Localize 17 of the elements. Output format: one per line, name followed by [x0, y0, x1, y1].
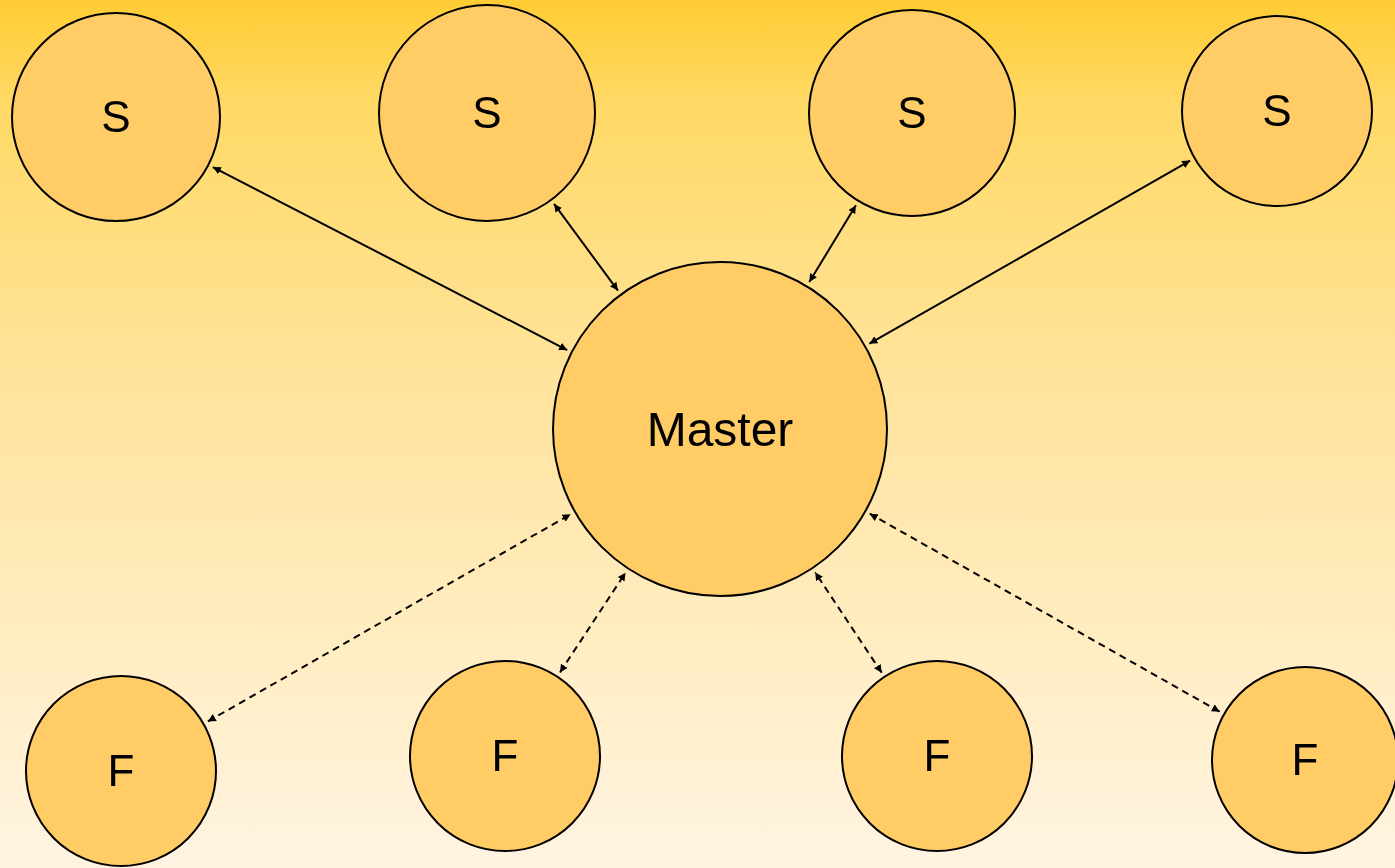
- node-label: S: [897, 88, 927, 138]
- node-label: S: [472, 88, 502, 138]
- node-label: F: [923, 731, 951, 781]
- node-label: S: [1262, 86, 1292, 136]
- node-label: F: [491, 731, 519, 781]
- double-arrow: [206, 513, 572, 723]
- node-label: F: [107, 746, 135, 796]
- node-label: F: [1291, 735, 1319, 785]
- double-arrow: [553, 202, 619, 292]
- double-arrow: [558, 571, 627, 674]
- node-label: Master: [646, 401, 794, 457]
- double-arrow: [814, 571, 883, 674]
- double-arrow: [868, 512, 1221, 713]
- double-arrow: [868, 159, 1192, 345]
- node-label: S: [101, 92, 131, 142]
- double-arrow: [211, 166, 569, 352]
- double-arrow: [808, 204, 857, 283]
